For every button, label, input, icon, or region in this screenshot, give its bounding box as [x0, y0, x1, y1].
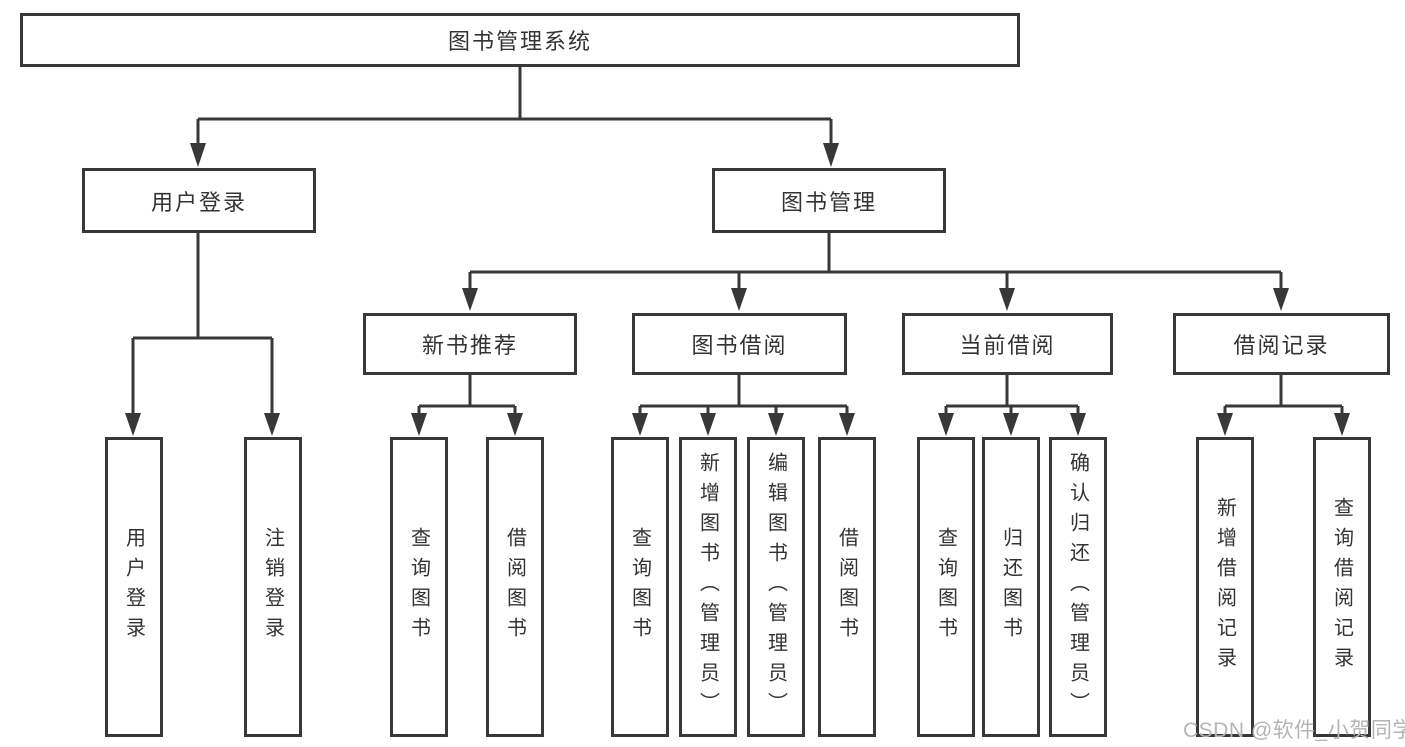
arrow-down: [1273, 288, 1289, 311]
connector-root-to-level2: [190, 66, 839, 167]
node-leaf-query-books-current: 查询图书: [917, 437, 975, 737]
arrow-down: [1070, 413, 1086, 436]
node-leaf-query-borrow-record: 查询借阅记录: [1313, 437, 1371, 737]
node-leaf-confirm-return-admin: 确认归还（管理员）: [1049, 437, 1107, 737]
node-leaf-user-login: 用户登录: [105, 437, 163, 737]
node-leaf-add-books-admin: 新增图书（管理员）: [679, 437, 737, 737]
arrow-down: [839, 413, 855, 436]
node-leaf-edit-books-admin: 编辑图书（管理员）: [747, 437, 805, 737]
node-leaf-query-books-borrowing: 查询图书: [611, 437, 669, 737]
arrow-down: [507, 413, 523, 436]
arrow-down: [264, 413, 280, 436]
arrow-down: [999, 288, 1015, 311]
node-book-borrowing: 图书借阅: [632, 313, 847, 375]
node-borrowing-records: 借阅记录: [1173, 313, 1390, 375]
arrow-down: [632, 413, 648, 436]
arrow-down: [823, 143, 839, 167]
csdn-watermark: CSDN @软件_小贺同学: [1183, 719, 1405, 742]
connector-current-borrowing-to-leaves: [938, 375, 1086, 436]
arrow-down: [731, 288, 747, 311]
node-leaf-borrow-books-recommend: 借阅图书: [486, 437, 544, 737]
arrow-down: [125, 413, 141, 436]
node-leaf-query-books-recommend: 查询图书: [390, 437, 448, 737]
connector-book-management-to-level3: [462, 233, 1289, 311]
node-leaf-borrow-books-borrowing: 借阅图书: [818, 437, 876, 737]
node-new-book-recommend: 新书推荐: [363, 313, 577, 375]
arrow-down: [768, 413, 784, 436]
node-book-management: 图书管理: [712, 168, 946, 233]
node-user-login: 用户登录: [82, 168, 316, 233]
arrow-down: [190, 143, 206, 167]
arrow-down: [938, 413, 954, 436]
connector-borrowing-records-to-leaves: [1217, 375, 1350, 436]
arrow-down: [1217, 413, 1233, 436]
connector-user-login-to-leaves: [125, 233, 280, 436]
connector-book-borrowing-to-leaves: [632, 375, 855, 436]
node-current-borrowing: 当前借阅: [902, 313, 1113, 375]
node-leaf-add-borrow-record: 新增借阅记录: [1196, 437, 1254, 737]
arrow-down: [1003, 413, 1019, 436]
node-leaf-return-books: 归还图书: [982, 437, 1040, 737]
connector-new-book-recommend-to-leaves: [411, 375, 523, 436]
arrow-down: [1334, 413, 1350, 436]
node-leaf-logout: 注销登录: [244, 437, 302, 737]
arrow-down: [462, 288, 478, 311]
arrow-down: [700, 413, 716, 436]
node-root: 图书管理系统: [20, 13, 1020, 67]
arrow-down: [411, 413, 427, 436]
